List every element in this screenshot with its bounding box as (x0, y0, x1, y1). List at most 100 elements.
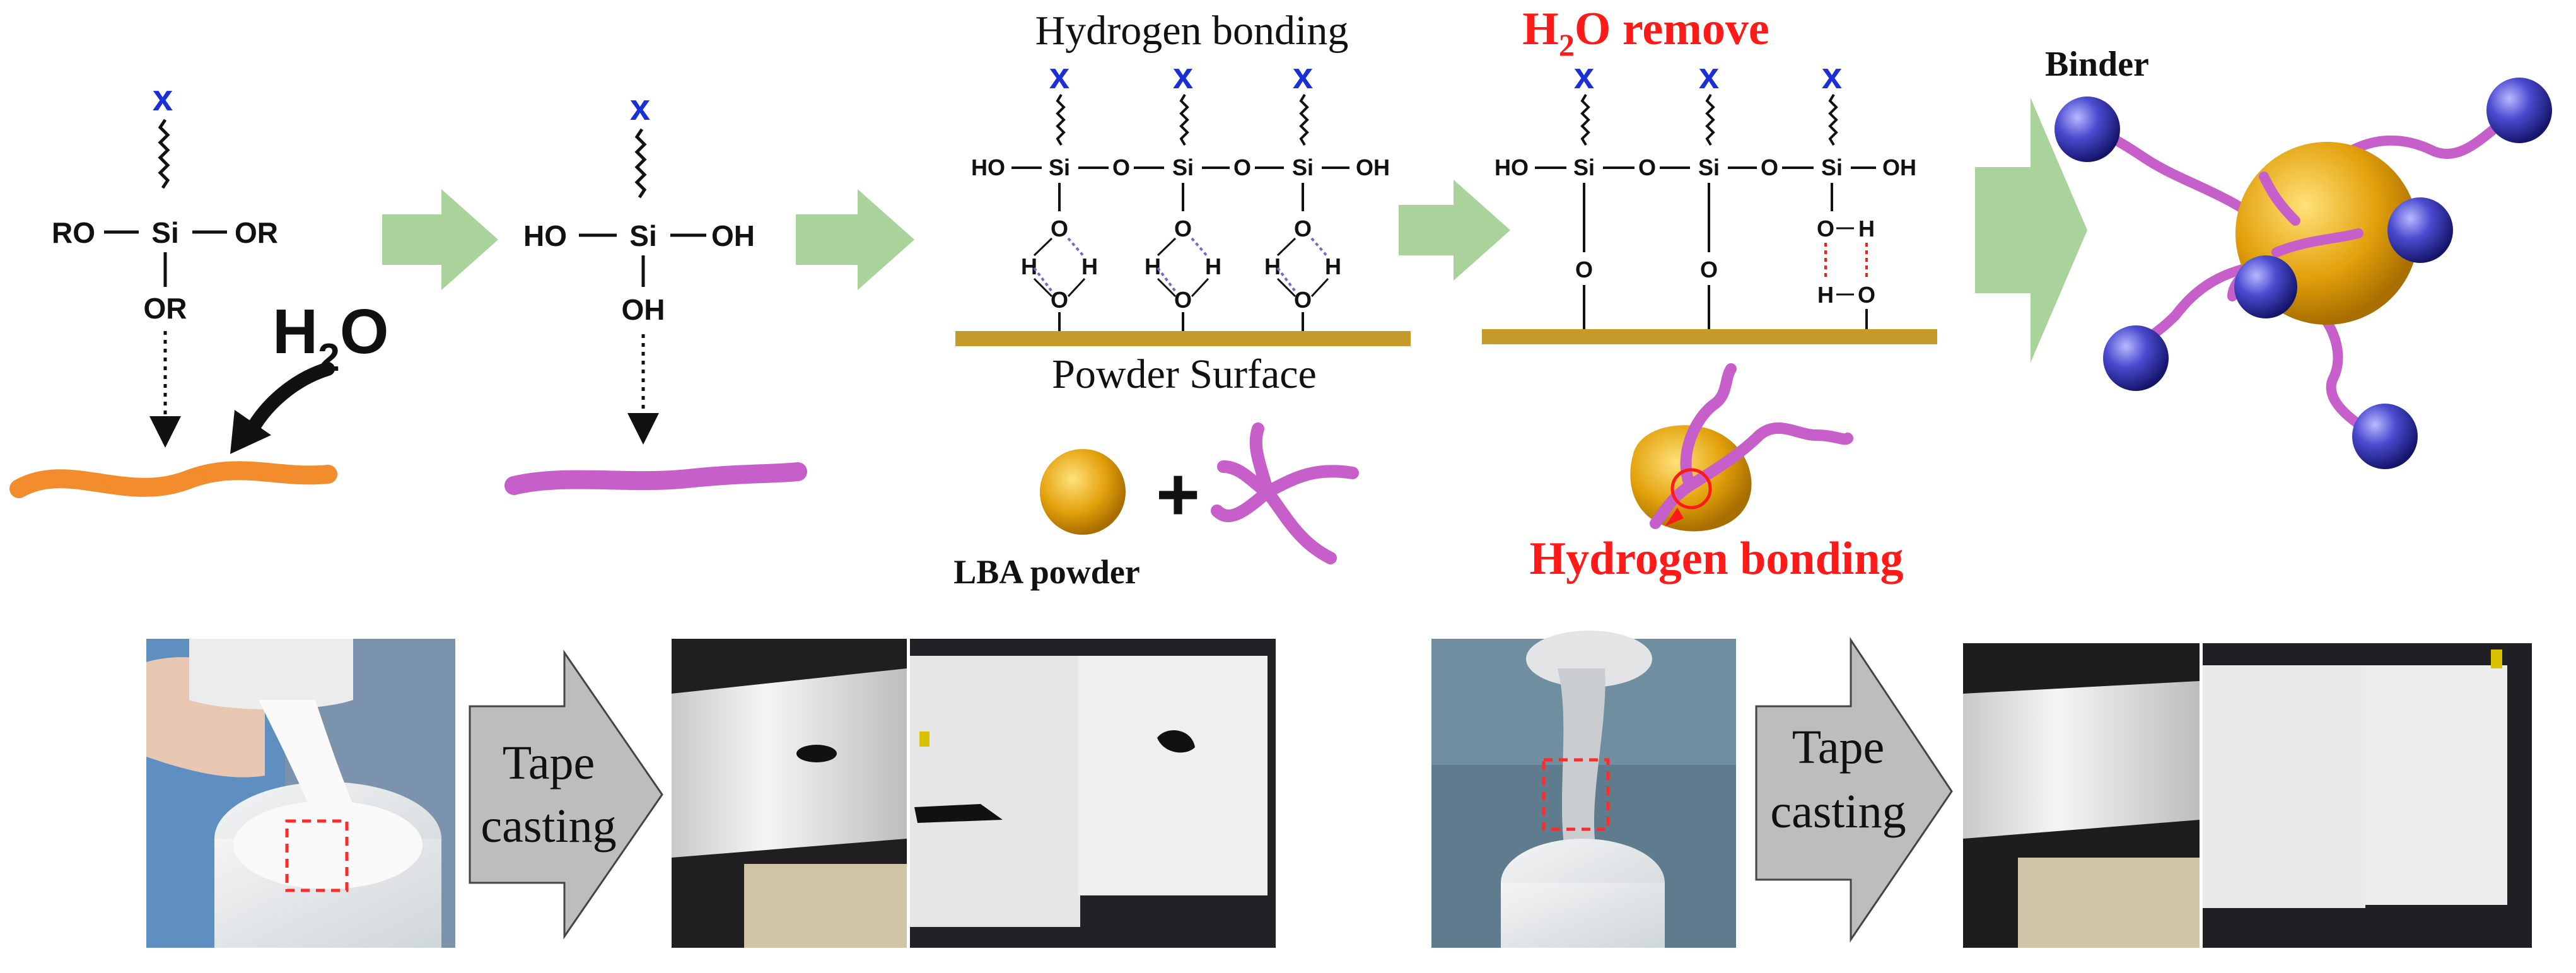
star-binder-icon (1211, 422, 1359, 564)
oh-right-label: OH (1356, 154, 1390, 180)
o-atom-label: O (1294, 216, 1312, 242)
or-bottom-label: OR (144, 292, 187, 325)
container-lid (189, 639, 353, 709)
si-atom-label: Si (1172, 154, 1194, 180)
cast-tape-sheet (672, 668, 907, 858)
slurry-surface (233, 801, 423, 889)
casting-label: casting (1770, 785, 1906, 838)
bond-line (1157, 237, 1177, 257)
gray-right-arrow-icon (1755, 637, 1953, 943)
hydrogen-bond-highlight-circle (1670, 468, 1712, 510)
defect-hole (914, 804, 1003, 823)
o-atom-label: O (1051, 216, 1068, 242)
silane-unit: x Si O H H O (1145, 55, 1221, 331)
o-atom-label: O (1174, 287, 1192, 313)
red-dashed-highlight-box (285, 819, 349, 892)
binder-end-group-ball (2054, 96, 2120, 162)
si-atom-label: Si (629, 219, 656, 252)
plus-sign: + (1156, 452, 1200, 537)
silane-unit: x Si O (1698, 55, 1720, 331)
casting-bed (744, 864, 907, 948)
hydrogen-bonding-title: Hydrogen bonding (1035, 8, 1349, 54)
slurry-stream (259, 700, 359, 829)
silane-unit: x Si O H H O (1021, 55, 1098, 331)
pouring-container-tip (1526, 631, 1652, 687)
alkyl-chain-zigzag (634, 128, 647, 199)
functional-group-x-mark: x (630, 87, 650, 128)
curved-arrow-head-icon (230, 410, 271, 454)
o-atom-label: O (1638, 154, 1656, 180)
powder-surface-label: Powder Surface (1052, 351, 1317, 397)
h-atom-label: H (1264, 253, 1281, 279)
bond-line (1157, 277, 1177, 298)
oh-right-label: OH (1882, 154, 1916, 180)
si-atom-label: Si (1821, 154, 1843, 180)
powder-surface-bar (1482, 329, 1937, 344)
cast-tape-sheet (1078, 656, 1268, 895)
lba-powder-ball (1040, 449, 1126, 535)
bond-line (1310, 277, 1329, 298)
o-atom-label: O (1174, 216, 1192, 242)
functional-group-x-mark: x (1049, 55, 1069, 96)
red-pointer-icon (1665, 508, 1684, 527)
binder-chains-front (2259, 172, 2363, 257)
h-atom-label: H (1858, 216, 1875, 242)
binder-coated-particle: Binder (2045, 45, 2552, 469)
si-atom-label: Si (151, 216, 178, 249)
silane-unit: x Si O (1573, 55, 1595, 331)
tape-label: Tape (503, 737, 595, 789)
alkyl-chain-zigzag (1299, 93, 1309, 146)
ho-left-label: HO (523, 219, 567, 252)
functional-group-x-mark: x (1699, 55, 1719, 96)
hydrogen-bonding-red-label: Hydrogen bonding (1530, 533, 1904, 585)
bond-line (1067, 277, 1086, 298)
jar-body (1501, 883, 1665, 948)
cast-tape-sheet (910, 656, 1080, 927)
binder-end-group-ball (2387, 197, 2453, 263)
o-atom-label: O (1858, 282, 1875, 308)
curved-arrow-shaft (242, 362, 335, 442)
silane-unit: x Si O H H O (1817, 55, 1875, 331)
o-atom-label: O (1112, 154, 1130, 180)
casting-bed (2018, 858, 2200, 948)
functional-group-x-mark: x (153, 78, 173, 119)
ho-left-label: HO (971, 154, 1005, 180)
photo-tape-defect-2 (910, 639, 1276, 948)
attached-binder-chains (1650, 363, 1853, 529)
photo-tape-uniform-1 (1963, 643, 2200, 948)
photo-slurry-fluid (1431, 631, 1736, 948)
bond-line (1191, 277, 1209, 298)
orange-polymer-chain (9, 461, 337, 498)
lba-powder-plus-binder: LBA powder + (953, 422, 1359, 591)
functional-group-x-mark: x (1574, 55, 1594, 96)
photo-tape-uniform-2 (2203, 643, 2532, 948)
photo-slurry-thick (146, 639, 455, 948)
h-atom-label: H (1021, 253, 1037, 279)
ro-left-label: RO (52, 216, 95, 249)
magenta-polymer-chain (504, 462, 807, 495)
si-atom-label: Si (1573, 154, 1595, 180)
hydrogen-bond-dashes (1276, 267, 1297, 293)
o-atom-label: O (1700, 257, 1718, 283)
water-label-and-arrow: H2O (230, 296, 389, 454)
h-atom-label: H (1817, 282, 1834, 308)
defect-hole (796, 745, 837, 762)
functional-group-x-mark: x (1822, 55, 1842, 96)
oh-bottom-label: OH (622, 293, 665, 326)
h-atom-label: H (1205, 253, 1221, 279)
bonded-particle: Hydrogen bonding (1530, 363, 1904, 585)
silanol-structure: x Si HO OH OH (523, 87, 755, 445)
o-atom-label: O (1575, 257, 1593, 283)
o-atom-label: O (1817, 216, 1834, 242)
binder-end-group-ball (2486, 78, 2552, 143)
hydrogen-bond-dashes (1067, 237, 1086, 259)
functional-group-x-mark: x (1173, 55, 1193, 96)
bond-line (1033, 237, 1053, 257)
alkyl-chain-zigzag (1705, 93, 1715, 146)
alkyl-chain-zigzag (1056, 93, 1066, 146)
tape-casting-arrow-1: Tape casting (469, 650, 663, 940)
hydrogen-bond-dashes (1191, 237, 1209, 259)
yellow-marker (919, 731, 930, 747)
h-atom-label: H (1145, 253, 1161, 279)
